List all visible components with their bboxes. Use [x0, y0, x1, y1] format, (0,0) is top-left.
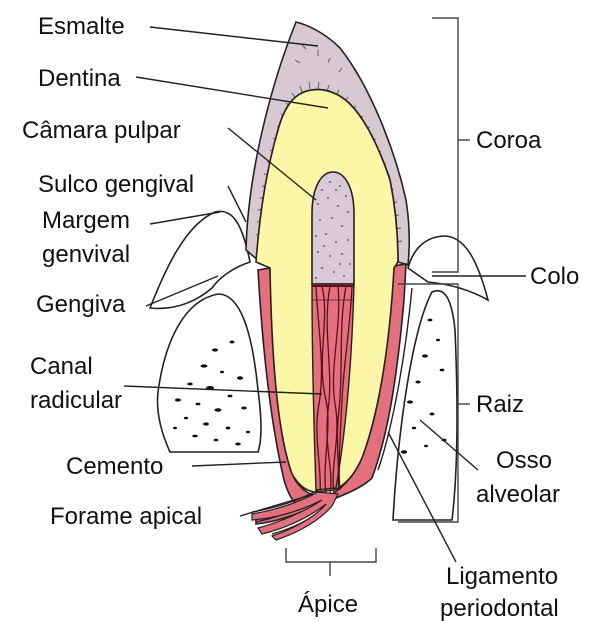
label-osso-line1: Osso: [496, 447, 552, 474]
alveolar-bone-left: [158, 294, 262, 452]
label-colo: Colo: [530, 263, 579, 290]
label-osso-line2: alveolar: [476, 481, 560, 508]
label-margem-line1: Margem: [42, 207, 130, 234]
label-esmalte: Esmalte: [38, 13, 125, 40]
label-ligamento-line1: Ligamento: [446, 563, 558, 590]
apex-bracket: [286, 548, 376, 562]
leader-cemento: [192, 462, 286, 466]
alveolar-bone-right: [393, 291, 457, 520]
pulp-chamber: [312, 172, 354, 284]
gingiva-right: [408, 236, 488, 300]
gingiva-left: [150, 211, 250, 308]
crown-bracket: [432, 18, 458, 272]
label-raiz: Raiz: [476, 391, 524, 418]
label-gengiva: Gengiva: [36, 291, 126, 318]
label-coroa: Coroa: [476, 127, 542, 154]
label-ligamento-line2: periodontal: [440, 595, 559, 621]
label-canal-line1: Canal: [30, 353, 93, 380]
label-sulco-gengival: Sulco gengival: [38, 171, 194, 198]
label-forame-apical: Forame apical: [50, 503, 202, 530]
label-camara-pulpar: Câmara pulpar: [22, 117, 181, 144]
label-apice: Ápice: [298, 591, 358, 618]
label-cemento: Cemento: [66, 453, 163, 480]
label-canal-line2: radicular: [30, 387, 122, 414]
label-margem-line2: genvival: [42, 241, 130, 268]
label-dentina: Dentina: [38, 65, 121, 92]
